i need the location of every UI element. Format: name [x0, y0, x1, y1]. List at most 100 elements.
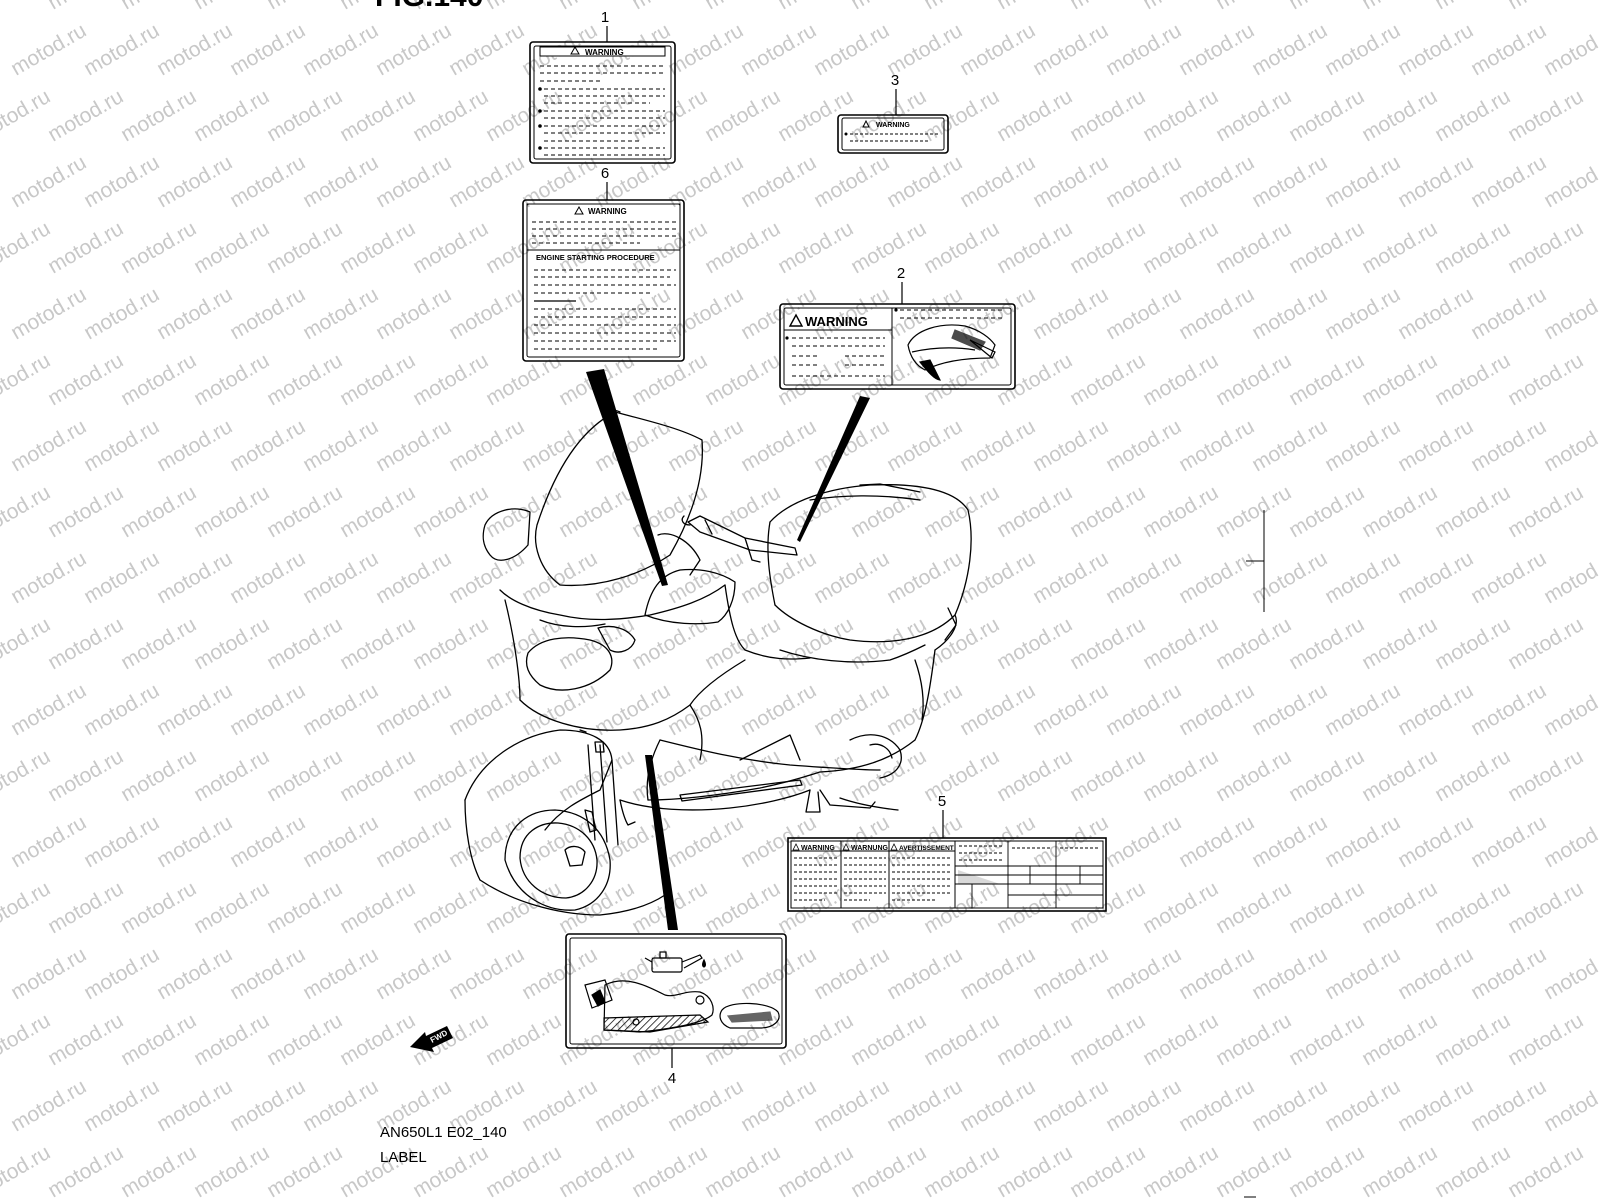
callout-number-1: 1 [601, 9, 609, 26]
watermark-text: motod.ru [1394, 1075, 1477, 1136]
watermark-text: motod.ru [1504, 745, 1587, 806]
watermark-text: motod.ru [1504, 481, 1587, 542]
watermark-text: motod.ru [993, 481, 1076, 542]
watermark-text: motod.ru [117, 745, 200, 806]
watermark-text: motod.ru [1102, 811, 1185, 872]
watermark-text: motod.ru [7, 283, 90, 344]
watermark-text: motod.ru [190, 613, 273, 674]
watermark-text: motod.ru [1358, 1141, 1441, 1200]
watermark-text: motod.ru [1102, 283, 1185, 344]
watermark-text: motod.ru [1431, 877, 1514, 938]
watermark-text: motod.ru [336, 877, 419, 938]
watermark-text: motod.ru [1431, 0, 1514, 14]
watermark-text: motod.ru [44, 217, 127, 278]
watermark-text: motod.ru [7, 19, 90, 80]
watermark-text: motod.ru [1139, 0, 1222, 14]
watermark-text: motod.ru [263, 1141, 346, 1200]
watermark-text: motod.ru [1285, 613, 1368, 674]
watermark-text: motod.ru [1358, 481, 1441, 542]
watermark-text: motod.ru [44, 877, 127, 938]
watermark-text: motod.ru [1102, 19, 1185, 80]
watermark-text: motod.ru [263, 349, 346, 410]
watermark-text: motod.ru [810, 679, 893, 740]
watermark-text: motod.ru [372, 943, 455, 1004]
watermark-text: motod.ru [993, 217, 1076, 278]
label-3[interactable]: 3 WARNING [837, 72, 949, 154]
watermark-text: motod.ru [482, 1141, 565, 1200]
watermark-text: motod.ru [737, 811, 820, 872]
watermark-text: motod.ru [1358, 217, 1441, 278]
watermark-text: motod.ru [226, 1075, 309, 1136]
watermark-text: motod.ru [1321, 547, 1404, 608]
watermark-text: motod.ru [993, 85, 1076, 146]
watermark-text: motod.ru [810, 811, 893, 872]
watermark-text: motod.ru [1212, 481, 1295, 542]
watermark-text: motod.ru [1175, 547, 1258, 608]
watermark-text: motod.ru [1540, 811, 1600, 872]
watermark-text: motod.ru [153, 19, 236, 80]
watermark-text: motod.ru [1358, 1009, 1441, 1070]
watermark-text: motod.ru [482, 1009, 565, 1070]
label-5[interactable]: 5 WARNING WARNUNG AVERTISSEMENT [787, 793, 1107, 912]
watermark-text: motod.ru [1431, 1141, 1514, 1200]
watermark-text: motod.ru [555, 85, 638, 146]
watermark-text: motod.ru [1212, 745, 1295, 806]
watermark-text: motod.ru [810, 1075, 893, 1136]
watermark-text: motod.ru [263, 613, 346, 674]
watermark-text: motod.ru [1139, 1009, 1222, 1070]
watermark-text: motod.ru [847, 613, 930, 674]
watermark-text: motod.ru [0, 1009, 54, 1070]
watermark-text: motod.ru [1066, 0, 1149, 14]
watermark-text: motod.ru [1102, 547, 1185, 608]
watermark-text: motod.ru [628, 85, 711, 146]
watermark-text: motod.ru [920, 1141, 1003, 1200]
watermark-text: motod.ru [1029, 547, 1112, 608]
watermark-text: motod.ru [336, 745, 419, 806]
label-6[interactable]: 6 WARNING ENGINE STARTING PROCEDURE [522, 165, 685, 362]
watermark-text: motod.ru [847, 1009, 930, 1070]
watermark-text: motod.ru [956, 415, 1039, 476]
watermark-text: motod.ru [482, 745, 565, 806]
watermark-text: motod.ru [153, 811, 236, 872]
watermark-text: motod.ru [1358, 745, 1441, 806]
watermark-text: motod.ru [117, 0, 200, 14]
watermark-text: motod.ru [1029, 943, 1112, 1004]
watermark-text: motod.ru [372, 811, 455, 872]
watermark-text: motod.ru [263, 481, 346, 542]
watermark-text: motod.ru [372, 151, 455, 212]
watermark-text: motod.ru [117, 877, 200, 938]
label-4[interactable]: 4 [565, 933, 787, 1087]
watermark-text: motod.ru [1066, 217, 1149, 278]
watermark-text: motod.ru [0, 1141, 54, 1200]
watermark-text: motod.ru [847, 481, 930, 542]
watermark-text: motod.ru [664, 811, 747, 872]
watermark-text: motod.ru [226, 679, 309, 740]
watermark-text: motod.ru [336, 85, 419, 146]
label-1[interactable]: 1 WARNING [529, 9, 676, 164]
watermark-text: motod.ru [1540, 283, 1600, 344]
watermark-text: motod.ru [555, 745, 638, 806]
warning-triangle-icon [570, 45, 580, 55]
watermark-text: motod.ru [1431, 85, 1514, 146]
watermark-text: motod.ru [1285, 481, 1368, 542]
watermark-text: motod.ru [737, 151, 820, 212]
watermark-text: motod.ru [336, 481, 419, 542]
watermark-text: motod.ru [847, 217, 930, 278]
watermark-text: motod.ru [1285, 349, 1368, 410]
watermark-text: motod.ru [1029, 151, 1112, 212]
watermark-text: motod.ru [1431, 1009, 1514, 1070]
watermark-text: motod.ru [445, 943, 528, 1004]
watermark-text: motod.ru [44, 0, 127, 14]
watermark-text: motod.ru [1212, 877, 1295, 938]
watermark-text: motod.ru [1467, 151, 1550, 212]
label-2[interactable]: 2 WARNING [779, 265, 1016, 390]
watermark-text: motod.ru [701, 0, 784, 14]
watermark-text: motod.ru [372, 283, 455, 344]
watermark-text: motod.ru [190, 349, 273, 410]
watermark-text: motod.ru [226, 151, 309, 212]
watermark-text: motod.ru [153, 943, 236, 1004]
watermark-text: motod.ru [701, 217, 784, 278]
watermark-text: motod.ru [1066, 349, 1149, 410]
watermark-text: motod.ru [1139, 349, 1222, 410]
